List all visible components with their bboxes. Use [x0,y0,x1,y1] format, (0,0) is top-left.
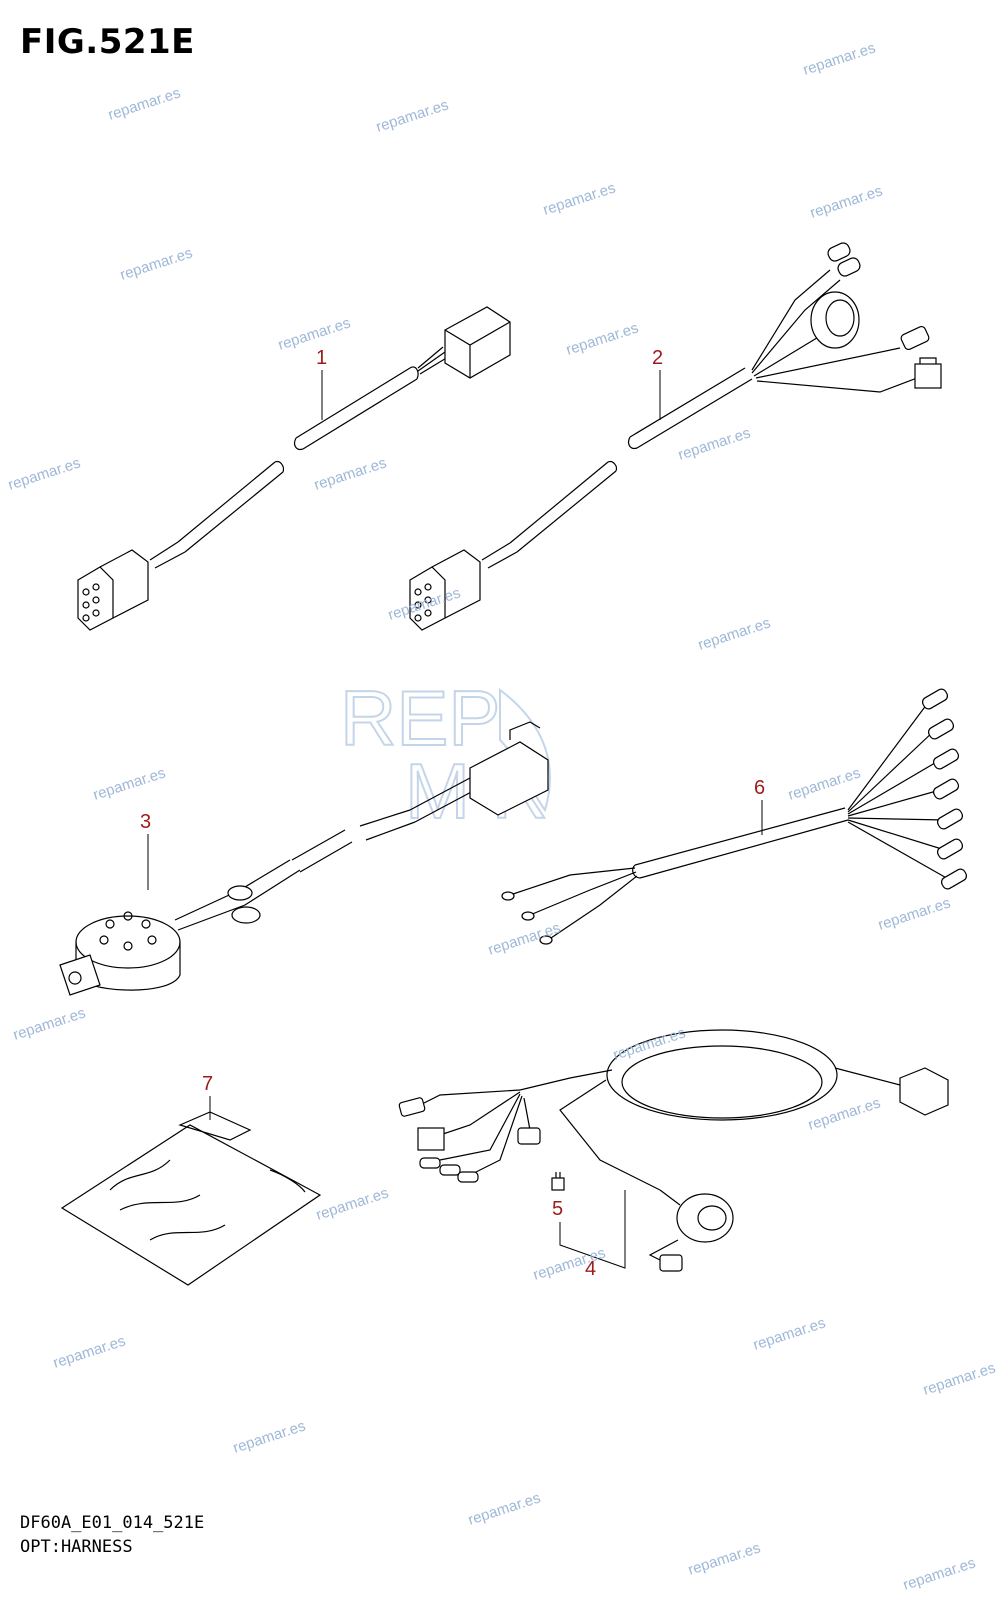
round-connector-4 [676,1193,734,1243]
leader-4-5 [559,1190,626,1269]
watermark-text: repamar.es [786,764,863,803]
watermark-text: repamar.es [676,424,753,463]
callout-2: 2 [652,347,663,369]
part-7-bag [60,1111,322,1286]
watermark-text: repamar.es [374,96,451,135]
figure-caption: OPT:HARNESS [20,1537,133,1557]
callout-3: 3 [140,811,151,833]
connector-4-right [899,1067,949,1116]
part-1-harness [77,306,511,631]
watermark-text: repamar.es [686,1539,763,1578]
watermark-text: repamar.es [51,1332,128,1371]
watermark-text: repamar.es [696,614,773,653]
square-connector-2 [914,363,942,389]
watermark-text: repamar.es [901,1554,978,1593]
callout-1: 1 [316,347,327,369]
part-2-harness [409,242,942,631]
part-3-buzzer [59,721,549,996]
watermark-text: repamar.es [11,1004,88,1043]
watermark-text: repamar.es [231,1417,308,1456]
watermark-text: repamar.es [876,894,953,933]
watermark-text: repamar.es [314,1184,391,1223]
figure-code: DF60A_E01_014_521E [20,1513,205,1533]
part-4-main-harness [398,1029,949,1272]
watermark-text: repamar.es [801,39,878,78]
plug-cap-b [837,257,861,277]
watermark-text: repamar.es [106,84,183,123]
plug-cap-a [827,242,851,262]
watermark-text: repamar.es [921,1359,998,1398]
watermark-text: repamar.es [486,919,563,958]
round-connector-2 [810,291,860,349]
connector-3 [469,741,549,816]
watermark-text: repamar.es [118,244,195,283]
watermark-text: repamar.es [541,179,618,218]
callout-6: 6 [754,777,765,799]
watermark-text: repamar.es [6,454,83,493]
watermark-text: repamar.es [276,314,353,353]
logo-rep-text: REP [340,674,500,762]
callout-4: 4 [585,1258,596,1280]
callout-7: 7 [202,1073,213,1095]
connector-top-1 [444,306,511,379]
watermark-text: repamar.es [564,319,641,358]
part-6-harness [501,688,968,945]
watermark-text: repamar.es [91,764,168,803]
watermark-text: repamar.es [808,182,885,221]
watermark-text: repamar.es [751,1314,828,1353]
part-5-fuse [551,1172,565,1191]
watermark-text: repamar.es [312,454,389,493]
bag-outline [60,1124,322,1286]
watermark-text: repamar.es [466,1489,543,1528]
small-plug-2 [900,325,930,351]
callout-5: 5 [552,1198,563,1220]
figure-title: FIG.521E [20,22,195,62]
